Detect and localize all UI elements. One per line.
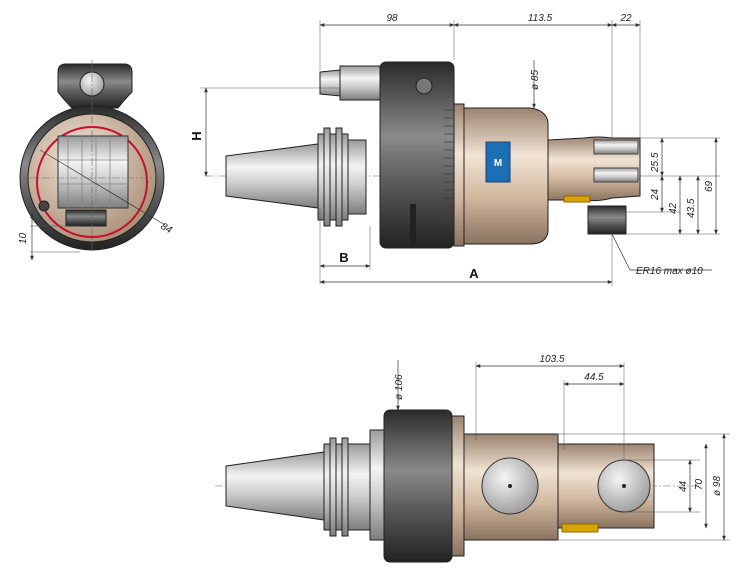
bottom-view-taper (225, 451, 325, 521)
top-view-flange (317, 133, 349, 221)
top-view-scale-ring (453, 103, 465, 247)
top-view-dim-113-5: 113.5 (528, 13, 553, 24)
top-view-callout-er16: ER16 max ø10 (636, 266, 703, 277)
top-view-label-H: H (189, 131, 204, 140)
top-view-dim-43-5: 43.5 (686, 198, 697, 218)
top-view-dim-22: 22 (619, 13, 632, 24)
bottom-view-housing (383, 409, 453, 563)
top-view-dim-d85: ø 85 (530, 70, 541, 90)
bottom-view-dim-d106: ø 106 (394, 374, 405, 400)
bottom-view-dim-d98: ø 98 (712, 476, 723, 496)
top-view-taper (225, 143, 319, 209)
bottom-view-dim-103-5: 103.5 (539, 354, 564, 365)
bottom-view: 103.5 44.5 ø 106 44 70 ø 98 (215, 354, 730, 563)
side-view: 84 10 (18, 60, 175, 261)
side-view-dim-10: 10 (18, 232, 29, 244)
bottom-view-dim-70: 70 (694, 478, 705, 490)
side-view-tool-block (57, 135, 129, 209)
side-view-collet-nut (65, 209, 107, 227)
top-view-dim-98: 98 (386, 13, 398, 24)
side-view-dim-84: 84 (159, 221, 175, 236)
bottom-view-dim-44-5: 44.5 (584, 372, 604, 383)
top-view-logo (485, 141, 511, 183)
side-view-pin (38, 200, 50, 212)
top-view: M 98 113.5 22 ø 85 25.5 24 42 43.5 (189, 13, 720, 286)
top-view-housing-screw (415, 77, 433, 95)
top-view-dim-24: 24 (650, 188, 661, 201)
top-view-dim-69: 69 (704, 180, 715, 192)
top-view-dim-25-5: 25.5 (650, 152, 661, 173)
top-view-label-A: A (469, 266, 479, 281)
top-view-collet-nut (587, 205, 627, 235)
side-view-diag (39, 149, 166, 226)
bottom-view-scale-ring (451, 415, 465, 557)
top-view-stud (319, 69, 341, 97)
side-view-block-lines (58, 136, 128, 208)
top-view-dim-42: 42 (668, 202, 679, 214)
svg-text:M: M (494, 158, 502, 169)
bottom-view-dim-44: 44 (678, 480, 689, 492)
top-view-label-B: B (339, 250, 348, 265)
